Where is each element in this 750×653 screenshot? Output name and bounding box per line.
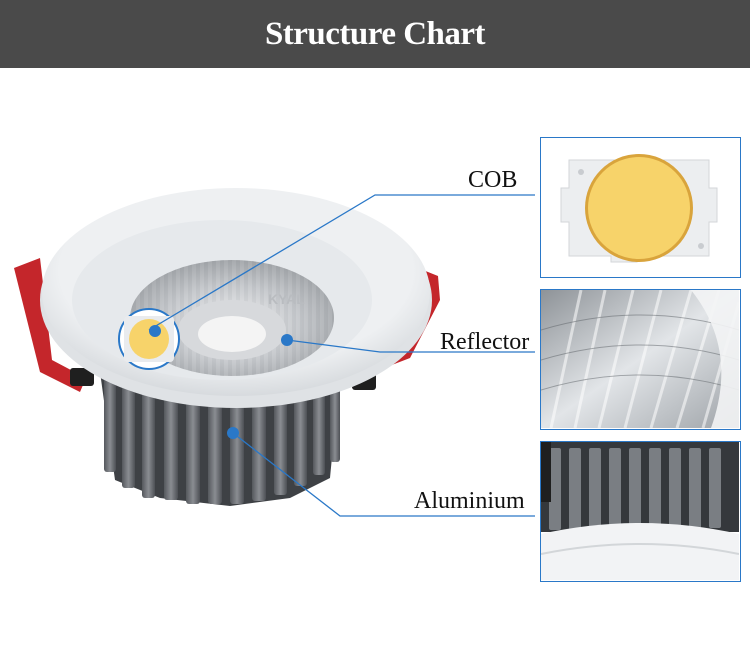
reflector-label: Reflector xyxy=(440,329,530,355)
aluminium-callout-dot xyxy=(227,427,239,439)
cob-label: COB xyxy=(468,167,518,193)
reflector-callout-line xyxy=(286,339,535,353)
aluminium-detail-panel xyxy=(540,441,741,582)
reflector-callout-dot xyxy=(281,334,293,346)
cob-callout-line xyxy=(148,194,535,331)
spring-clip-left xyxy=(14,258,94,392)
reflector-cup xyxy=(130,260,334,376)
heatsink-fins xyxy=(100,372,340,506)
heatsink-closeup-image xyxy=(541,442,740,580)
aluminium-callout-line xyxy=(232,432,535,517)
cob-callout-dot xyxy=(149,325,161,337)
page-title: Structure Chart xyxy=(264,15,486,52)
brand-logo: KYAL xyxy=(268,291,305,307)
aluminium-label: Aluminium xyxy=(414,488,525,514)
header-bar: Structure Chart xyxy=(0,0,750,68)
reflector-closeup-image xyxy=(541,290,740,429)
cob-detail-panel xyxy=(540,137,741,278)
cob-chip-image xyxy=(541,138,739,276)
reflector-detail-panel xyxy=(540,289,741,430)
callout-lines xyxy=(148,194,535,517)
callout-dots xyxy=(149,325,293,439)
cob-highlight xyxy=(118,308,180,370)
